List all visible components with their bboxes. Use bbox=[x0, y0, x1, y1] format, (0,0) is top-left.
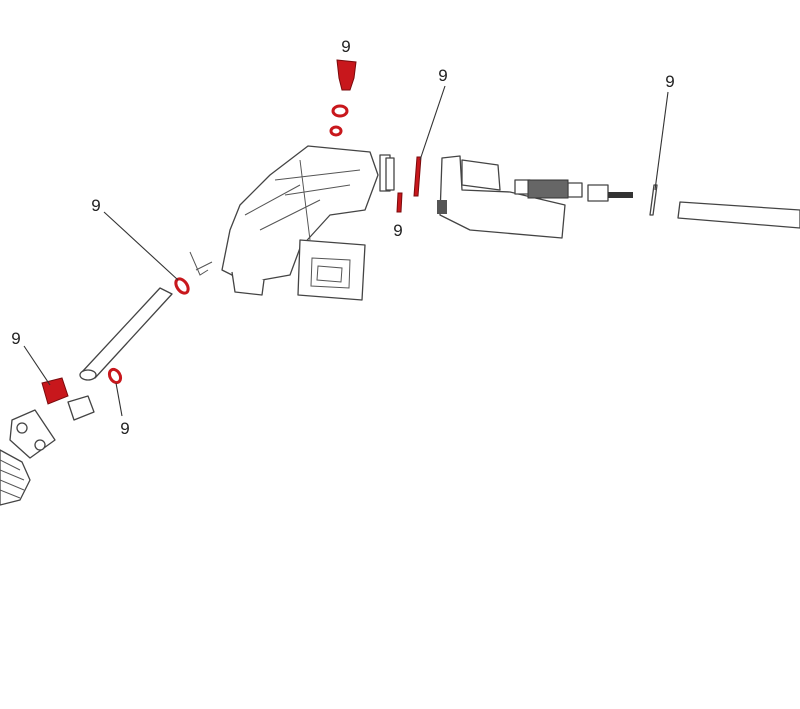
callout-label: 9 bbox=[341, 37, 350, 56]
manifold-elbow bbox=[221, 145, 395, 296]
part-9-oring-bushing bbox=[107, 367, 123, 385]
part-9-fitting-top bbox=[336, 59, 357, 91]
leader-line bbox=[115, 382, 123, 417]
leader-line bbox=[103, 211, 179, 281]
retaining-clip bbox=[189, 251, 213, 276]
callout-label: 9 bbox=[11, 329, 20, 348]
callout-label: 9 bbox=[438, 66, 447, 85]
bracket bbox=[9, 409, 56, 459]
leader-line bbox=[654, 91, 669, 191]
tube bbox=[677, 201, 800, 229]
part-9-washer-lower bbox=[329, 125, 343, 137]
shaft bbox=[79, 287, 173, 381]
callout-label: 9 bbox=[393, 221, 402, 240]
part-9-washer-upper bbox=[331, 104, 349, 118]
spring-coil bbox=[0, 449, 31, 506]
flange-plate bbox=[297, 239, 366, 301]
part-9-oring-shaft bbox=[174, 277, 190, 295]
bushing bbox=[67, 395, 95, 421]
part-9-oring-small bbox=[396, 192, 403, 213]
valve-body bbox=[437, 155, 633, 239]
thin-rod bbox=[649, 184, 658, 216]
callout-label: 9 bbox=[665, 72, 674, 91]
leader-line bbox=[23, 345, 51, 386]
callout-label: 9 bbox=[91, 196, 100, 215]
leader-line bbox=[419, 85, 446, 161]
part-9-oring-tall bbox=[413, 156, 422, 197]
callout-label: 9 bbox=[120, 419, 129, 438]
part-9-sleeve bbox=[41, 377, 69, 405]
